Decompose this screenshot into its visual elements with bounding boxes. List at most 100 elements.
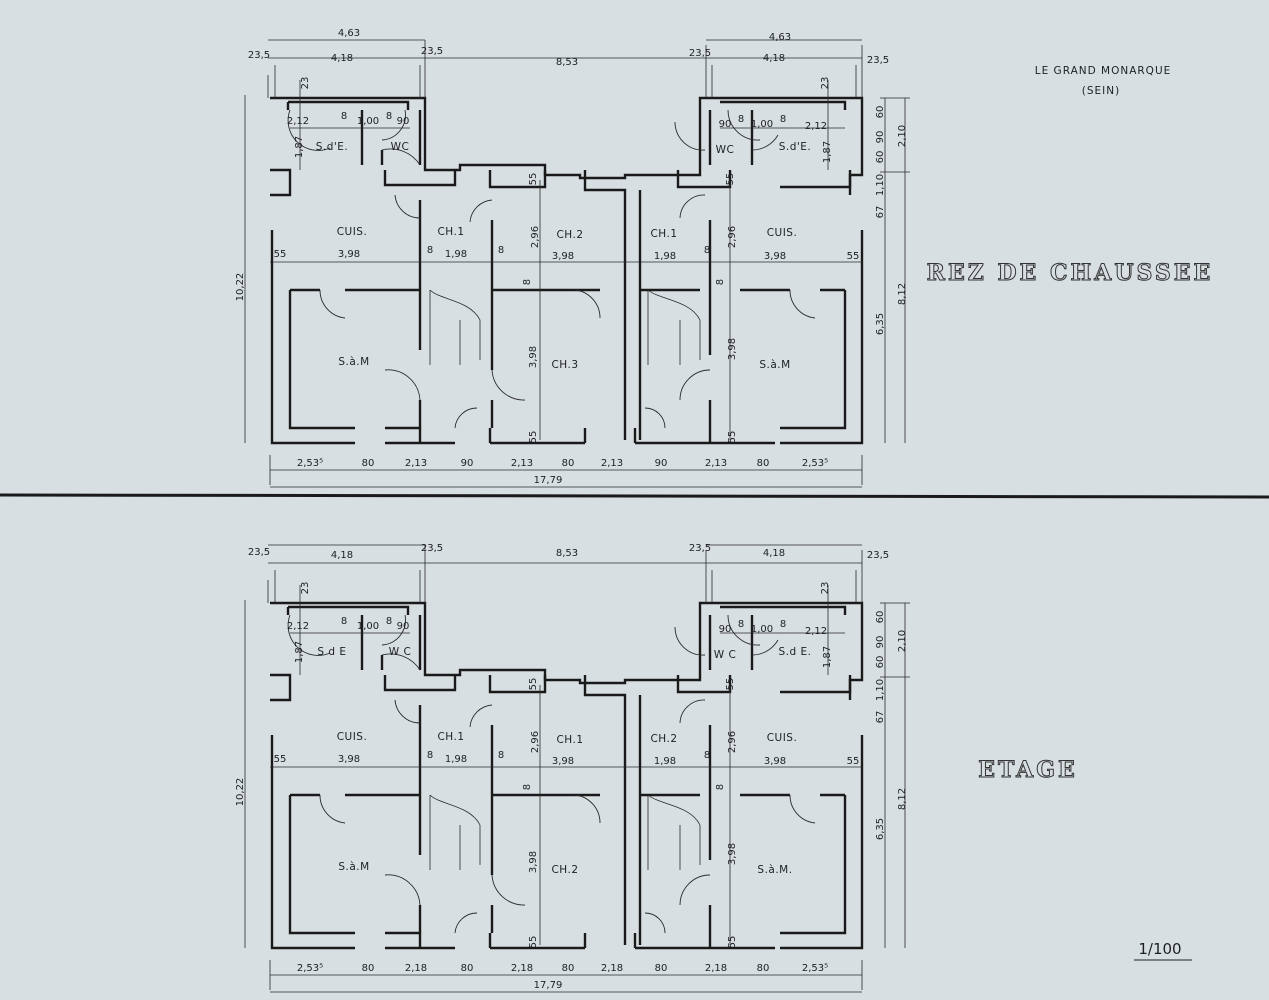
- inner-dimension-label: 55: [727, 936, 738, 949]
- inner-dimension-label: 23: [300, 77, 311, 90]
- inner-dimension-label: 2,96: [530, 226, 541, 248]
- dimension-line: [539, 685, 731, 945]
- wall: [385, 426, 712, 443]
- project-subtitle: (SEIN): [1082, 85, 1120, 97]
- side-dimension-label: 6,35: [875, 313, 886, 335]
- total-width-label: 17,79: [534, 475, 563, 486]
- wall: [418, 290, 712, 428]
- inner-dimension-label: 3,98: [764, 756, 786, 767]
- inner-dimension-label: 3,98: [338, 249, 360, 260]
- wall: [385, 931, 712, 948]
- door-swing-arc: [454, 912, 478, 934]
- inner-dimension-label: 8: [715, 279, 726, 285]
- top-dimension-label: 23,5: [689, 543, 711, 554]
- room-label: CUIS.: [767, 227, 798, 239]
- top-dimension-label: 8,53: [556, 548, 578, 559]
- inner-dimension-label: 8: [738, 619, 744, 630]
- top-dimension-label: 4,18: [331, 53, 353, 64]
- side-dimension-label: 1,10: [875, 679, 886, 701]
- dimension-line: [705, 544, 863, 603]
- room-label: S d E: [317, 646, 346, 658]
- room-label: S.d E.: [779, 646, 812, 658]
- inner-dimension-label: 55: [847, 756, 860, 767]
- wall: [360, 615, 422, 670]
- room-label: CH.2: [650, 733, 677, 745]
- inner-dimension-label: 55: [528, 936, 539, 949]
- door-swing-arc: [454, 407, 478, 429]
- wall: [708, 605, 847, 670]
- door-swing-arc: [574, 289, 601, 319]
- inner-dimension-label: 23: [820, 77, 831, 90]
- door-swing-arc: [491, 874, 526, 906]
- inner-dimension-label: 55: [725, 678, 736, 691]
- scale-label: 1/100: [1138, 940, 1181, 958]
- inner-dimension-label: 1,98: [654, 251, 676, 262]
- room-label: CH.3: [551, 359, 578, 371]
- door-swing-arc: [644, 407, 666, 429]
- door-swing-arc: [644, 912, 666, 934]
- wall: [488, 170, 547, 189]
- wall: [270, 673, 292, 702]
- wall: [676, 170, 732, 189]
- top-dimension-label: 4,18: [763, 53, 785, 64]
- inner-dimension-label: 3,98: [528, 851, 539, 873]
- door-swing-arc: [394, 194, 421, 219]
- inner-dimension-label: 2,12: [805, 626, 827, 637]
- inner-dimension-label: 3,98: [338, 754, 360, 765]
- door-swing-arc: [674, 121, 706, 151]
- dimension-line: [429, 289, 481, 365]
- inner-dimension-label: 8: [341, 111, 347, 122]
- inner-dimension-label: 2,12: [287, 116, 309, 127]
- inner-dimension-label: 55: [274, 754, 287, 765]
- wall: [360, 110, 422, 165]
- wall: [383, 675, 457, 692]
- room-label: CH.1: [437, 731, 464, 743]
- door-swing-arc: [319, 794, 346, 824]
- wall: [676, 675, 732, 694]
- inner-dimension-label: 8: [780, 619, 786, 630]
- bottom-dimension-label: 2,18: [511, 963, 533, 974]
- inner-dimension-label: 8: [427, 750, 433, 761]
- inner-dimension-label: 3,98: [727, 338, 738, 360]
- door-swing-arc: [751, 134, 779, 151]
- side-dimension-label: 10,22: [235, 778, 246, 807]
- wall: [583, 170, 627, 440]
- room-label: CH.2: [556, 229, 583, 241]
- door-swing-arc: [574, 794, 601, 824]
- wall: [288, 100, 410, 110]
- door-swing-arc: [384, 369, 421, 401]
- side-dimension-label: 10,22: [235, 273, 246, 302]
- wall: [583, 675, 627, 945]
- inner-dimension-label: 3,98: [727, 843, 738, 865]
- inner-dimension-label: 90: [397, 621, 410, 632]
- dimension-line: [429, 794, 481, 870]
- wall: [270, 230, 355, 445]
- wall: [270, 601, 864, 700]
- inner-dimension-label: 3,98: [764, 251, 786, 262]
- side-dimension-label: 60: [875, 106, 886, 119]
- inner-dimension-label: 90: [719, 119, 732, 130]
- dimension-line: [267, 545, 426, 603]
- inner-dimension-label: 8: [780, 114, 786, 125]
- door-swing-arc: [751, 639, 779, 656]
- door-swing-arc: [679, 874, 711, 906]
- floor-title-ground: REZ DE CHAUSSEE: [927, 260, 1214, 286]
- door-swing-arc: [679, 194, 706, 219]
- dimension-line: [647, 289, 701, 365]
- bottom-dimension-label: 80: [562, 963, 575, 974]
- side-dimension-label: 90: [875, 131, 886, 144]
- bottom-dimension-label: 2,18: [405, 963, 427, 974]
- wall: [418, 795, 712, 933]
- top-dimension-label: 4,63: [769, 32, 791, 43]
- door-swing-arc: [384, 874, 421, 906]
- room-label: CH.1: [437, 226, 464, 238]
- inner-dimension-label: 1,87: [822, 646, 833, 668]
- project-title: LE GRAND MONARQUE: [1035, 65, 1172, 77]
- wall: [780, 230, 864, 445]
- side-dimension-label: 60: [875, 611, 886, 624]
- top-dimension-label: 23,5: [421, 46, 443, 57]
- side-dimension-label: 8,12: [897, 283, 908, 305]
- room-label: S.à.M.: [757, 864, 792, 876]
- room-label: S.à.M: [759, 359, 790, 371]
- bottom-dimension-label: 2,13: [705, 458, 727, 469]
